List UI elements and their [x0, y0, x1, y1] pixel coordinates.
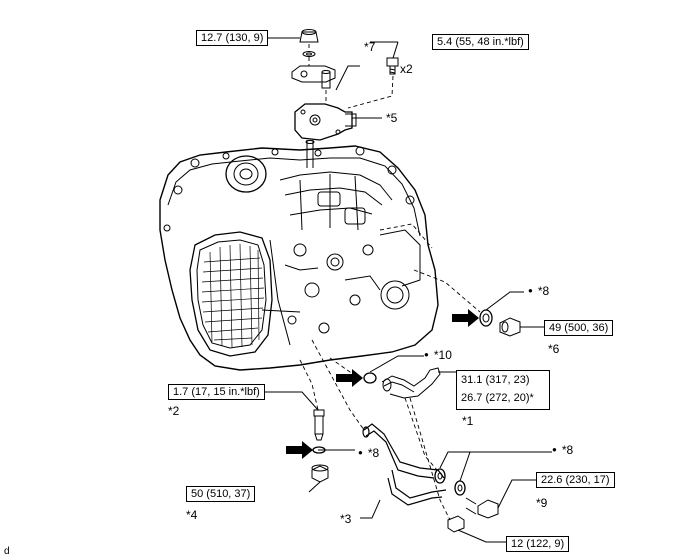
- arrows: [286, 309, 479, 459]
- torque-spec-plug: 49 (500, 36): [544, 320, 614, 336]
- sensor-bolt: [313, 409, 325, 441]
- leader-lines: [262, 37, 552, 543]
- o-ring-upper: [363, 372, 377, 384]
- torque-spec-pipe-union-line1: 31.1 (317, 23): [461, 374, 530, 386]
- torque-spec-union-bolt: 22.6 (230, 17): [536, 472, 615, 488]
- callout-6: *6: [548, 342, 560, 356]
- torque-spec-nut: 12.7 (130, 9): [196, 30, 269, 46]
- callout-8-right: *8: [552, 443, 573, 457]
- callout-5: *5: [386, 111, 398, 125]
- callout-3: *3: [340, 512, 352, 526]
- drain-plug-lower: [311, 464, 329, 483]
- callout-1: *1: [462, 414, 474, 428]
- transaxle-housing: [159, 145, 439, 371]
- control-shaft-lever: [291, 65, 336, 89]
- plug-right: [499, 317, 521, 337]
- manual-shaft: [306, 140, 314, 168]
- alignment-lines: [299, 44, 481, 521]
- pipe-union: [381, 367, 441, 399]
- torque-spec-bolt-lower: 12 (122, 9): [506, 536, 570, 552]
- arrow-right-icon: [336, 369, 363, 387]
- torque-spec-sensor: 1.7 (17, 15 in.*lbf): [168, 384, 265, 400]
- bolt-x2: [386, 57, 399, 75]
- torque-spec-bolt-x2: 5.4 (55, 48 in.*lbf): [432, 34, 529, 50]
- callout-x2: x2: [400, 62, 413, 76]
- callout-2: *2: [168, 404, 180, 418]
- callout-10: *10: [424, 348, 452, 362]
- park-neutral-switch: [294, 103, 357, 141]
- top-nut: [299, 29, 319, 43]
- arrow-right-icon: [286, 441, 313, 459]
- torque-spec-drain-plug: 50 (510, 37): [186, 486, 256, 502]
- union-bolt-lower: [465, 497, 499, 519]
- bolt-lower: [447, 515, 465, 533]
- oil-pipe: [362, 423, 447, 506]
- callout-8-upper: *8: [528, 284, 549, 298]
- callout-9: *9: [536, 496, 548, 510]
- arrow-right-icon: [452, 309, 479, 327]
- top-washer: [302, 51, 316, 57]
- callout-4: *4: [186, 508, 198, 522]
- cover-ribs: [201, 243, 265, 348]
- gasket-right: [479, 309, 493, 327]
- figure-corner-mark: d: [4, 546, 10, 557]
- callout-8-lower: *8: [358, 446, 379, 460]
- torque-spec-pipe-union: 31.1 (317, 23) 26.7 (272, 20)*: [456, 370, 550, 410]
- callout-7: *7: [364, 40, 376, 54]
- torque-spec-pipe-union-line2: 26.7 (272, 20)*: [461, 392, 534, 404]
